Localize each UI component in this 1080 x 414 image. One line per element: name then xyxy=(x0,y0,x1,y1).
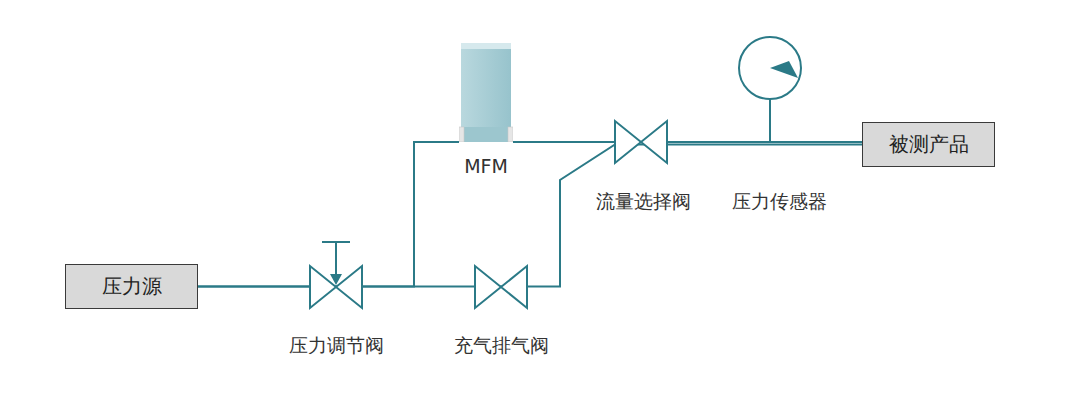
pressure-gauge xyxy=(739,37,801,99)
stem-arrow xyxy=(330,274,342,285)
box-label: 被测产品 xyxy=(889,131,969,158)
pipe-line xyxy=(513,141,862,143)
device-label: MFM xyxy=(464,155,508,177)
valve-symbol xyxy=(475,266,527,308)
valve-symbol xyxy=(615,121,667,163)
equipment-box: 被测产品 xyxy=(862,122,995,167)
pipe-line xyxy=(198,142,459,287)
box-label: 压力源 xyxy=(102,273,162,300)
pipe-line xyxy=(198,145,862,287)
component-label: 充气排气阀 xyxy=(452,333,551,359)
mass-flow-meter: MFM xyxy=(459,43,513,142)
valve-handle xyxy=(322,241,350,243)
mfm-body xyxy=(459,43,513,142)
equipment-box: 压力源 xyxy=(65,264,198,309)
gauge-needle xyxy=(770,61,798,78)
component-label: 压力传感器 xyxy=(730,189,829,215)
component-label: 流量选择阀 xyxy=(594,189,693,215)
gauge-stem xyxy=(769,99,771,142)
component-label: 压力调节阀 xyxy=(287,333,386,359)
valve-stem xyxy=(335,242,337,278)
